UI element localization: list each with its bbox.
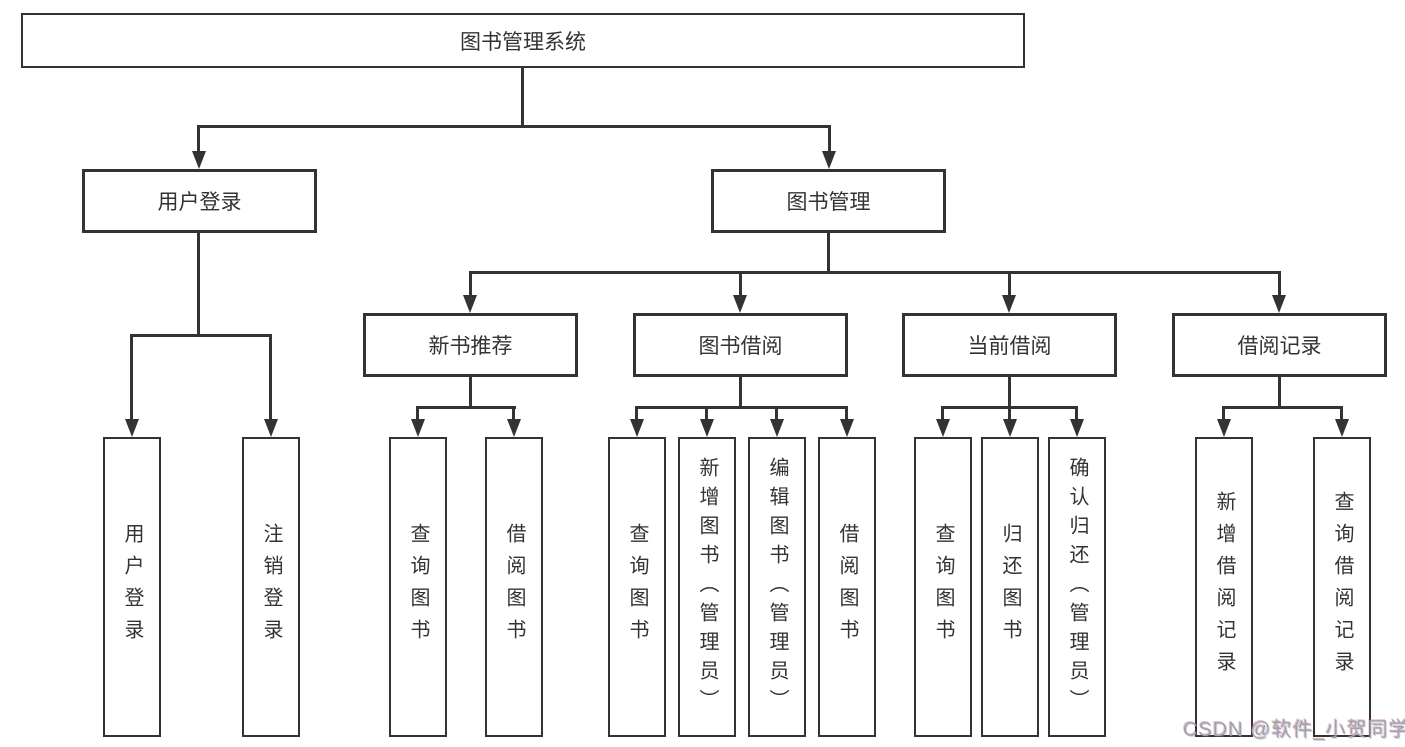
connector-line <box>635 406 638 421</box>
node-label: 用户登录 <box>157 191 242 214</box>
connector-line <box>469 377 472 408</box>
connector-line <box>198 125 831 128</box>
connector-line <box>130 334 272 337</box>
connector-line <box>1075 406 1078 421</box>
connector-line <box>828 125 831 153</box>
connector-arrowhead <box>1272 295 1286 313</box>
leaf-borrow-books-recommend: 借阅图书 <box>485 437 543 737</box>
node-new-book-recommend: 新书推荐 <box>363 313 578 377</box>
connector-line <box>269 334 272 421</box>
leaf-borrow-book: 借阅图书 <box>818 437 876 737</box>
connector-arrowhead <box>1003 419 1017 437</box>
watermark: CSDN @软件_小贺同学 <box>1183 719 1405 741</box>
connector-line <box>469 271 1281 274</box>
connector-arrowhead <box>700 419 714 437</box>
node-current-borrow: 当前借阅 <box>902 313 1117 377</box>
connector-line <box>416 406 516 409</box>
connector-line <box>705 406 708 421</box>
connector-arrowhead <box>1217 419 1231 437</box>
leaf-user-login: 用户登录 <box>103 437 161 737</box>
connector-line <box>512 406 515 421</box>
connector-line <box>1278 271 1281 297</box>
leaf-query-borrow-record: 查询借阅记录 <box>1313 437 1371 737</box>
node-book-borrow: 图书借阅 <box>633 313 848 377</box>
connector-arrowhead <box>770 419 784 437</box>
connector-arrowhead <box>411 419 425 437</box>
node-label: 借阅记录 <box>1237 335 1322 358</box>
connector-line <box>130 334 133 421</box>
leaf-edit-book-admin: 编辑图书（管理员） <box>748 437 806 737</box>
node-label: 图书借阅 <box>698 335 783 358</box>
node-label: 新增借阅记录 <box>1213 491 1235 683</box>
leaf-logout: 注销登录 <box>242 437 300 737</box>
connector-arrowhead <box>1002 295 1016 313</box>
node-label: 查询图书 <box>932 523 954 651</box>
connector-arrowhead <box>630 419 644 437</box>
connector-arrowhead <box>840 419 854 437</box>
connector-arrowhead <box>192 151 206 169</box>
leaf-confirm-return-admin: 确认归还（管理员） <box>1048 437 1106 737</box>
node-user-login: 用户登录 <box>82 169 317 233</box>
connector-arrowhead <box>822 151 836 169</box>
node-label: 新增图书（管理员） <box>696 456 718 718</box>
connector-line <box>1340 406 1343 421</box>
node-label: 注销登录 <box>260 523 282 651</box>
connector-line <box>197 125 200 153</box>
connector-line <box>635 406 848 409</box>
connector-arrowhead <box>1335 419 1349 437</box>
leaf-return-book: 归还图书 <box>981 437 1039 737</box>
connector-arrowhead <box>1070 419 1084 437</box>
connector-line <box>775 406 778 421</box>
node-label: 用户登录 <box>121 523 143 651</box>
node-label: 借阅图书 <box>836 523 858 651</box>
leaf-query-books-borrow: 查询图书 <box>608 437 666 737</box>
connector-line <box>1008 271 1011 297</box>
node-label: 图书管理 <box>786 191 871 214</box>
node-label: 新书推荐 <box>428 335 513 358</box>
leaf-query-books-current: 查询图书 <box>914 437 972 737</box>
connector-line <box>521 68 524 127</box>
connector-arrowhead <box>733 295 747 313</box>
node-label: 查询图书 <box>407 523 429 651</box>
connector-line <box>197 233 200 337</box>
node-borrow-records: 借阅记录 <box>1172 313 1387 377</box>
node-label: 查询借阅记录 <box>1331 491 1353 683</box>
connector-line <box>845 406 848 421</box>
connector-arrowhead <box>463 295 477 313</box>
connector-line <box>739 271 742 297</box>
node-label: 当前借阅 <box>967 335 1052 358</box>
leaf-add-book-admin: 新增图书（管理员） <box>678 437 736 737</box>
node-label: 确认归还（管理员） <box>1066 456 1088 718</box>
connector-line <box>739 377 742 408</box>
connector-arrowhead <box>507 419 521 437</box>
connector-line <box>827 233 830 274</box>
node-book-management: 图书管理 <box>711 169 946 233</box>
leaf-query-books-recommend: 查询图书 <box>389 437 447 737</box>
connector-arrowhead <box>936 419 950 437</box>
node-label: 借阅图书 <box>503 523 525 651</box>
connector-line <box>941 406 944 421</box>
connector-line <box>1222 406 1225 421</box>
node-label: 编辑图书（管理员） <box>766 456 788 718</box>
connector-line <box>1008 377 1011 408</box>
node-label: 归还图书 <box>999 523 1021 651</box>
node-label: 图书管理系统 <box>460 30 586 54</box>
connector-arrowhead <box>264 419 278 437</box>
connector-line <box>469 271 472 297</box>
leaf-add-borrow-record: 新增借阅记录 <box>1195 437 1253 737</box>
connector-arrowhead <box>125 419 139 437</box>
connector-line <box>416 406 419 421</box>
connector-line <box>1222 406 1343 409</box>
connector-line <box>1278 377 1281 408</box>
connector-line <box>1008 406 1011 421</box>
node-root: 图书管理系统 <box>21 13 1025 68</box>
node-label: 查询图书 <box>626 523 648 651</box>
